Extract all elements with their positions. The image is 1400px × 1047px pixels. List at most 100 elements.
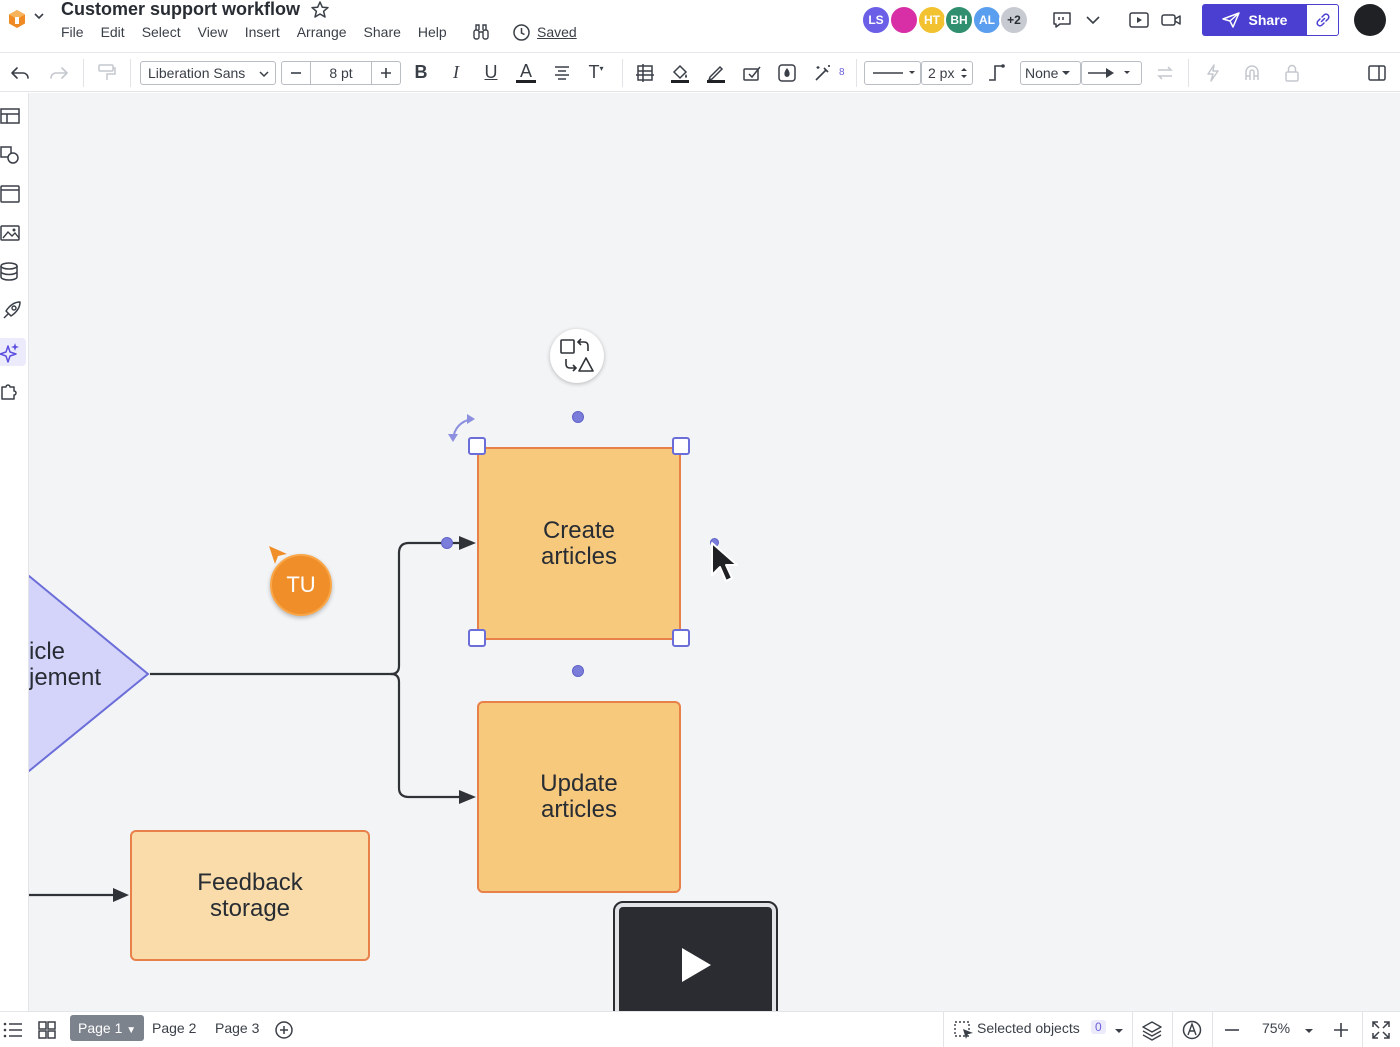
menu-view[interactable]: View <box>197 24 228 40</box>
shape-label: Update articles <box>540 770 618 823</box>
zoom-level[interactable]: 75% <box>1262 1020 1291 1036</box>
underline-button[interactable]: U <box>484 62 498 82</box>
save-status[interactable]: Saved <box>512 22 577 42</box>
chevron-down-icon[interactable] <box>1112 1019 1126 1041</box>
process-shape-feedback-storage[interactable]: Feedback storage <box>130 830 370 961</box>
menu-select[interactable]: Select <box>141 24 181 40</box>
present-icon[interactable] <box>1128 10 1150 30</box>
add-page-icon[interactable] <box>273 1019 295 1041</box>
layers-icon[interactable] <box>1141 1019 1163 1041</box>
shape-label: Feedback storage <box>197 868 303 922</box>
integrations-icon[interactable] <box>0 379 22 401</box>
connection-point-bottom[interactable] <box>572 665 584 677</box>
selected-objects-label[interactable]: Selected objects <box>977 1020 1080 1036</box>
data-icon[interactable] <box>0 261 22 283</box>
avatar[interactable]: AL <box>972 5 1002 35</box>
redo-icon[interactable] <box>48 62 70 84</box>
fill-color-icon[interactable] <box>669 62 691 84</box>
avatar[interactable]: BH <box>944 5 974 35</box>
avatar[interactable]: HT <box>917 5 947 35</box>
decrease-font-size-button[interactable] <box>282 62 310 84</box>
frame-icon[interactable] <box>0 183 22 205</box>
bold-button[interactable]: B <box>414 62 428 82</box>
italic-button[interactable]: I <box>453 62 459 82</box>
text-options-button[interactable]: T▾ <box>588 62 604 82</box>
process-shape-update-articles[interactable]: Update articles <box>477 701 681 893</box>
shapes-icon[interactable] <box>0 144 22 166</box>
templates-icon[interactable] <box>0 105 22 127</box>
font-family-select[interactable]: Liberation Sans <box>140 61 276 85</box>
chevron-down-icon[interactable] <box>32 9 46 23</box>
diagram-canvas[interactable]: icle jement Create articles Update artic… <box>29 93 1400 1011</box>
zoom-in-icon[interactable] <box>1330 1019 1352 1041</box>
increase-font-size-button[interactable] <box>372 62 400 84</box>
swap-direction-icon[interactable] <box>1154 62 1176 84</box>
resize-handle-top-right[interactable] <box>672 437 690 455</box>
video-player-overlay[interactable] <box>613 901 778 1011</box>
style-icon[interactable] <box>741 62 763 84</box>
navigate-icon[interactable] <box>1181 1019 1203 1041</box>
chevron-down-icon[interactable] <box>1302 1019 1316 1041</box>
opacity-icon[interactable] <box>776 62 798 84</box>
page-tab-1[interactable]: Page 1 ▼ <box>70 1015 145 1041</box>
lock-icon[interactable] <box>1281 62 1303 84</box>
font-size-input[interactable]: 8 pt <box>310 62 372 84</box>
chevron-down-icon[interactable] <box>1082 10 1104 30</box>
copy-link-button[interactable] <box>1306 4 1339 36</box>
select-objects-icon[interactable] <box>953 1019 975 1041</box>
menu-help[interactable]: Help <box>417 24 447 40</box>
connector-style-icon[interactable] <box>985 62 1007 84</box>
star-icon[interactable] <box>310 0 330 20</box>
avatar[interactable] <box>889 5 919 35</box>
format-painter-icon[interactable] <box>96 62 118 84</box>
play-icon[interactable] <box>678 945 714 985</box>
lightning-icon[interactable] <box>1202 62 1224 84</box>
menu-share[interactable]: Share <box>363 24 401 40</box>
page-tab-3[interactable]: Page 3 <box>215 1020 260 1036</box>
chevron-down-icon <box>259 71 269 78</box>
avatar[interactable]: LS <box>861 5 891 35</box>
zoom-out-icon[interactable] <box>1221 1019 1243 1041</box>
table-icon[interactable] <box>634 62 656 84</box>
align-center-icon[interactable] <box>551 62 573 84</box>
rocket-icon[interactable] <box>0 300 22 322</box>
line-color-icon[interactable] <box>705 62 727 84</box>
line-end-select[interactable] <box>1081 61 1142 85</box>
send-icon <box>1221 12 1240 28</box>
resize-handle-bottom-right[interactable] <box>672 629 690 647</box>
menu-edit[interactable]: Edit <box>100 24 125 40</box>
line-start-select[interactable]: None <box>1020 61 1081 85</box>
magic-wand-icon[interactable] <box>812 62 834 84</box>
resize-handle-bottom-left[interactable] <box>468 629 486 647</box>
ai-sparkle-icon[interactable] <box>0 341 22 363</box>
undo-icon[interactable] <box>9 62 31 84</box>
grid-icon[interactable] <box>36 1019 58 1041</box>
menu-arrange[interactable]: Arrange <box>296 24 347 40</box>
menu-file[interactable]: File <box>61 24 84 40</box>
divider <box>1362 1012 1363 1047</box>
video-call-icon[interactable] <box>1160 10 1182 30</box>
document-title[interactable]: Customer support workflow <box>61 0 301 19</box>
resize-handle-top-left[interactable] <box>468 437 486 455</box>
magnet-icon[interactable] <box>1241 62 1263 84</box>
image-icon[interactable] <box>0 222 22 244</box>
font-size-stepper: 8 pt <box>281 61 401 85</box>
avatar-overflow[interactable]: +2 <box>999 5 1029 35</box>
panel-toggle-icon[interactable] <box>1366 62 1388 84</box>
page-tab-2[interactable]: Page 2 <box>152 1020 197 1036</box>
connection-point-top[interactable] <box>572 411 584 423</box>
comment-icon[interactable] <box>1051 10 1073 30</box>
app-logo-icon[interactable] <box>6 8 28 30</box>
line-style-select[interactable] <box>864 61 921 85</box>
swap-shape-button[interactable] <box>550 329 604 383</box>
share-button[interactable]: Share <box>1202 4 1306 36</box>
list-icon[interactable] <box>2 1019 24 1041</box>
menu-insert[interactable]: Insert <box>244 24 280 40</box>
user-avatar[interactable] <box>1354 4 1386 36</box>
line-width-select[interactable]: 2 px <box>921 61 973 85</box>
plus-icon <box>381 68 391 78</box>
process-shape-create-articles[interactable]: Create articles <box>477 447 681 640</box>
fullscreen-icon[interactable] <box>1370 1019 1392 1041</box>
binoculars-icon[interactable] <box>471 22 491 42</box>
font-color-button[interactable]: A <box>516 62 536 83</box>
